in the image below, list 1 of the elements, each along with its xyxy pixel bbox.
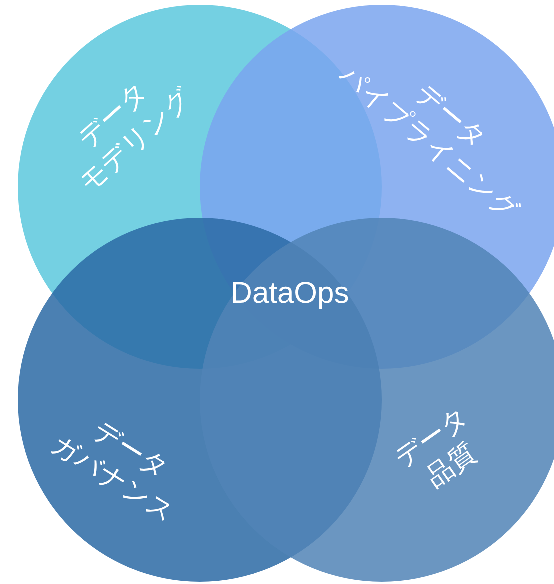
- center-label: DataOps: [230, 277, 350, 311]
